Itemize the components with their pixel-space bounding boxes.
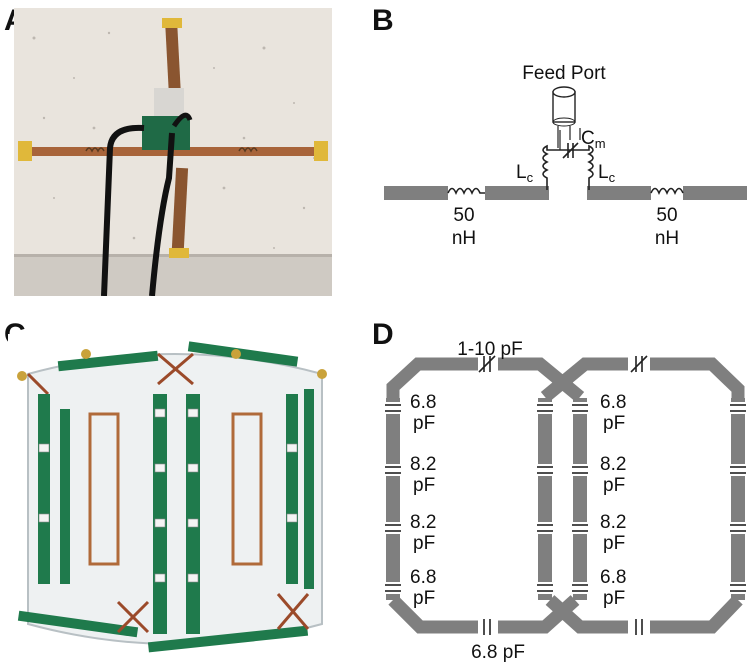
top-capacitor-label: 1-10 pF <box>457 339 522 360</box>
loop-array-photo <box>8 334 342 664</box>
middle-capacitor-unit: pF <box>603 475 625 496</box>
left-loop-right-capacitor-icon <box>537 466 553 474</box>
middle-capacitor-value: 8.2 <box>600 512 626 533</box>
middle-capacitor-unit: pF <box>603 413 625 434</box>
right-loop-right-segment <box>731 476 745 522</box>
lc-right-label: Lc <box>598 162 616 185</box>
right-loop-right-capacitor-icon <box>730 524 746 532</box>
left-inner-conductor <box>485 186 549 200</box>
right-loop-left-capacitor-icon <box>572 524 588 532</box>
left-loop-left-segment <box>386 534 400 582</box>
left-loop-left-segment <box>386 594 400 600</box>
feed-port-icon <box>552 86 576 148</box>
panel-d-letter: D <box>372 318 394 351</box>
inductor-right-value: 50 <box>656 205 677 226</box>
left-capacitor-unit: pF <box>413 413 435 434</box>
right-inner-conductor <box>587 186 651 200</box>
left-loop-left-capacitor-icon <box>385 466 401 474</box>
panel-b-letter: B <box>372 4 394 37</box>
lc-left-icon <box>542 144 575 190</box>
left-loop-left-segment <box>386 476 400 522</box>
inductor-left-value: 50 <box>453 205 474 226</box>
left-capacitor-unit: pF <box>413 475 435 496</box>
middle-capacitor-unit: pF <box>603 533 625 554</box>
left-loop-right-segment <box>538 594 552 600</box>
feed-port-label: Feed Port <box>522 63 606 84</box>
right-loop-right-segment <box>731 414 745 464</box>
left-loop-left-segment <box>386 398 400 402</box>
left-loop-right-capacitor-icon <box>537 584 553 592</box>
top-left-variable-capacitor-icon <box>478 355 496 373</box>
left-loop-right-segment <box>538 476 552 522</box>
left-loop-left-capacitor-icon <box>385 404 401 412</box>
left-loop-left-segment <box>386 414 400 464</box>
right-loop-left-capacitor-icon <box>572 404 588 412</box>
left-loop-right-segment <box>538 398 552 402</box>
loop-traces <box>386 357 745 634</box>
middle-capacitor-value: 6.8 <box>600 567 626 588</box>
left-loop-left-capacitor-icon <box>385 584 401 592</box>
right-loop-right-capacitor-icon <box>730 466 746 474</box>
panel-b-circuit: Feed Port Cm Lc Lc 50 nH 50 nH <box>384 63 747 249</box>
left-capacitor-value: 6.8 <box>410 392 436 413</box>
right-loop-right-capacitor-icon <box>730 404 746 412</box>
left-capacitor-value: 8.2 <box>410 454 436 475</box>
left-capacitor-value: 8.2 <box>410 512 436 533</box>
right-loop-left-segment <box>573 414 587 464</box>
middle-capacitor-value: 6.8 <box>600 392 626 413</box>
middle-capacitor-unit: pF <box>603 588 625 609</box>
left-capacitor-value: 6.8 <box>410 567 436 588</box>
right-loop-right-capacitor-icon <box>730 584 746 592</box>
left-loop-right-capacitor-icon <box>537 524 553 532</box>
middle-capacitor-value: 8.2 <box>600 454 626 475</box>
left-outer-conductor <box>384 186 448 200</box>
left-loop-right-segment <box>538 534 552 582</box>
panel-c-photo <box>8 334 342 664</box>
lc-right-icon <box>575 144 594 190</box>
bottom-capacitor-label: 6.8 pF <box>471 642 525 663</box>
right-loop-right-segment <box>731 398 745 402</box>
left-loop-right-capacitor-icon <box>537 404 553 412</box>
right-loop-right-segment <box>731 534 745 582</box>
bottom-right-capacitor-icon <box>635 619 643 635</box>
bottom-left-capacitor-icon <box>483 619 491 635</box>
right-loop-left-segment <box>573 476 587 522</box>
left-loop-right-segment <box>538 414 552 464</box>
variable-capacitor-icon <box>562 142 579 159</box>
panel-a-photo <box>14 8 332 296</box>
right-loop-left-segment <box>573 594 587 600</box>
inductor-right-unit: nH <box>655 228 679 249</box>
right-loop-right-segment <box>731 594 745 600</box>
right-loop-left-capacitor-icon <box>572 466 588 474</box>
right-loop-left-capacitor-icon <box>572 584 588 592</box>
inductor-left-icon <box>447 187 485 195</box>
dipole-antenna-photo <box>14 8 332 296</box>
right-loop-left-segment <box>573 534 587 582</box>
top-right-variable-capacitor-icon <box>630 355 648 373</box>
left-capacitor-unit: pF <box>413 533 435 554</box>
inductor-left-unit: nH <box>452 228 476 249</box>
inductor-right-icon <box>650 187 684 195</box>
left-capacitor-unit: pF <box>413 588 435 609</box>
left-loop-left-capacitor-icon <box>385 524 401 532</box>
right-outer-conductor <box>683 186 747 200</box>
right-loop-left-segment <box>573 398 587 402</box>
cm-label: Cm <box>581 128 606 151</box>
lc-left-label: Lc <box>516 162 534 185</box>
